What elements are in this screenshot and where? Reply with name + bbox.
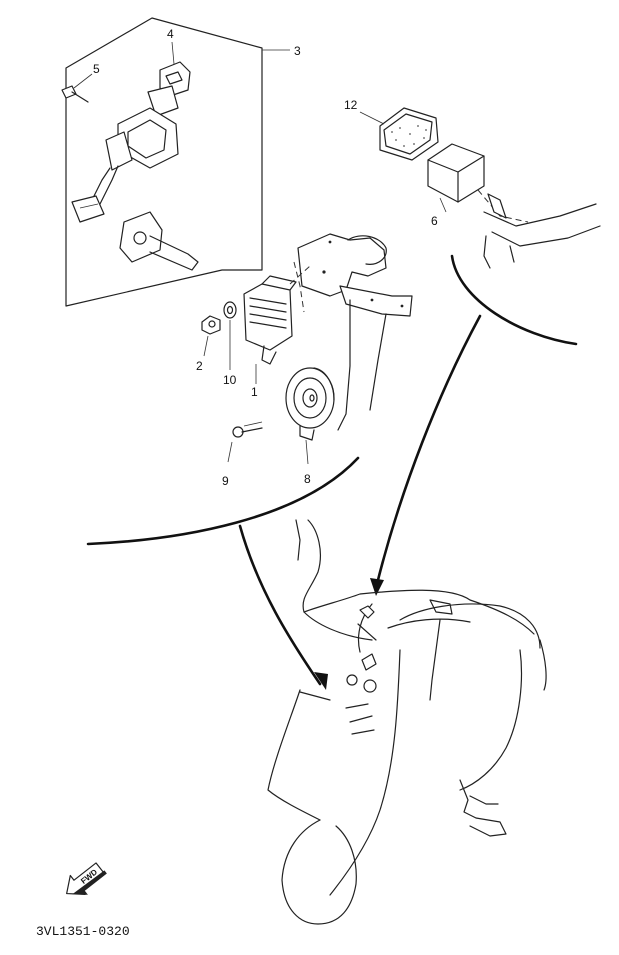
forward-direction-arrow: FWD	[66, 862, 107, 895]
kit-boundary-box	[65, 17, 263, 307]
callout-8: 8	[304, 472, 311, 486]
bolt-part-2	[201, 315, 221, 357]
callout-6: 6	[431, 214, 438, 228]
main-switch-body-part	[71, 107, 179, 223]
rectifier-regulator-part	[243, 265, 311, 384]
callout-12: 12	[344, 98, 358, 112]
seat-lock-part	[119, 211, 199, 271]
bracket-part	[293, 233, 413, 431]
scooter-outline	[267, 519, 547, 925]
callout-3: 3	[294, 44, 301, 58]
indicator-arcs	[86, 254, 578, 690]
lock-cylinder-part	[147, 41, 191, 117]
arrow-head-left	[314, 672, 328, 690]
horn-part-8	[285, 367, 335, 465]
frame-outline-upper	[477, 189, 601, 269]
relay-part-12	[379, 107, 439, 161]
callout-5: 5	[93, 62, 100, 76]
relay-group	[359, 107, 485, 213]
callout-1: 1	[251, 385, 258, 399]
relay-part-6	[427, 143, 485, 203]
arrow-head-right	[370, 578, 384, 596]
callout-10: 10	[223, 373, 237, 387]
screw-part-5	[61, 73, 93, 103]
main-switch-kit-group	[61, 17, 290, 307]
washer-part-10	[223, 301, 237, 370]
callout-9: 9	[222, 474, 229, 488]
screw-part-9	[227, 421, 263, 463]
diagram-code: 3VL1351-0320	[36, 924, 130, 939]
callout-2: 2	[196, 359, 203, 373]
callout-4: 4	[167, 27, 174, 41]
